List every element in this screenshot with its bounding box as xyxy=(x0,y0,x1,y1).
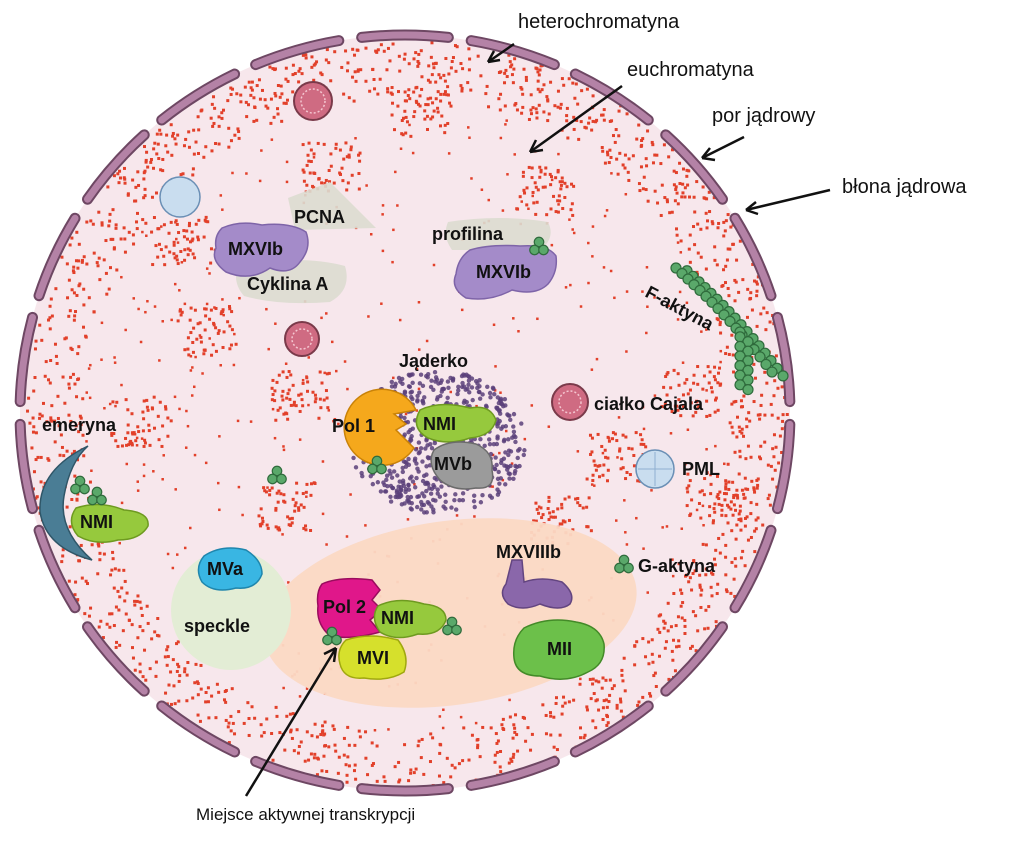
mvi-protein xyxy=(338,635,407,680)
profilin-shape xyxy=(445,218,551,250)
label-nuclear-envelope: błona jądrowa xyxy=(842,176,967,198)
label-nmi-nucleolus: NMI xyxy=(423,414,456,434)
pml-body-right xyxy=(635,449,675,489)
emerin-protein xyxy=(39,445,93,561)
label-pol1: Pol 1 xyxy=(332,416,375,436)
label-active-transcription: Miejsce aktywnej transkrypcji xyxy=(196,805,415,824)
arrow-euchromatin xyxy=(529,84,623,154)
label-pcna: PCNA xyxy=(294,207,345,227)
nmi-nucleolus-protein xyxy=(415,403,497,443)
label-nmi-emerin: NMI xyxy=(80,512,113,532)
mxvib-left-protein xyxy=(213,222,309,277)
arrow-nuclear-pore xyxy=(701,135,745,160)
mii-protein xyxy=(512,619,605,680)
label-heterochromatin: heterochromatyna xyxy=(518,11,680,33)
label-mxvib-right: MXVIb xyxy=(476,262,531,282)
label-emerin: emeryna xyxy=(42,415,117,435)
pml-body-top-left xyxy=(159,176,201,218)
cajal-body-top xyxy=(293,81,333,121)
label-nmi-transcription: NMI xyxy=(381,608,414,628)
label-mvi: MVI xyxy=(357,648,389,668)
pol1-enzyme xyxy=(343,388,418,466)
arrow-transcription xyxy=(244,647,338,797)
label-g-actin: G-aktyna xyxy=(638,556,716,576)
label-mii: MII xyxy=(547,639,572,659)
f-actin-filament xyxy=(670,262,789,396)
cajal-body-right xyxy=(551,383,589,421)
label-euchromatin: euchromatyna xyxy=(627,59,755,81)
arrow-heterochromatin xyxy=(487,42,515,64)
mvb-protein xyxy=(430,441,494,490)
mxvib-right-protein xyxy=(453,244,558,300)
mva-protein xyxy=(197,547,263,591)
label-nucleolus: Jąderko xyxy=(399,351,468,371)
label-profilin: profilina xyxy=(432,224,504,244)
nmi-emerin-protein xyxy=(70,503,149,543)
label-pml: PML xyxy=(682,459,720,479)
label-speckle: speckle xyxy=(184,616,250,636)
label-arrows xyxy=(244,42,831,797)
label-mxvib-left: MXVIb xyxy=(228,239,283,259)
g-actin-monomers xyxy=(70,236,634,646)
label-mxviiib: MXVIIIb xyxy=(496,542,561,562)
nmi-transcription-protein xyxy=(373,599,447,639)
label-cyclin-a: Cyklina A xyxy=(247,274,328,294)
label-nuclear-pore: por jądrowy xyxy=(712,105,815,127)
label-pol2: Pol 2 xyxy=(323,597,366,617)
label-mva: MVa xyxy=(207,559,244,579)
nuclear-envelope xyxy=(14,29,796,797)
arrow-nuclear-envelope xyxy=(745,188,831,212)
label-cajal-body: ciałko Cajala xyxy=(594,394,704,414)
label-mvb: MVb xyxy=(434,454,472,474)
mxviiib-protein xyxy=(501,559,573,609)
pcna-shape xyxy=(288,182,376,230)
cajal-body-middle xyxy=(284,321,320,357)
